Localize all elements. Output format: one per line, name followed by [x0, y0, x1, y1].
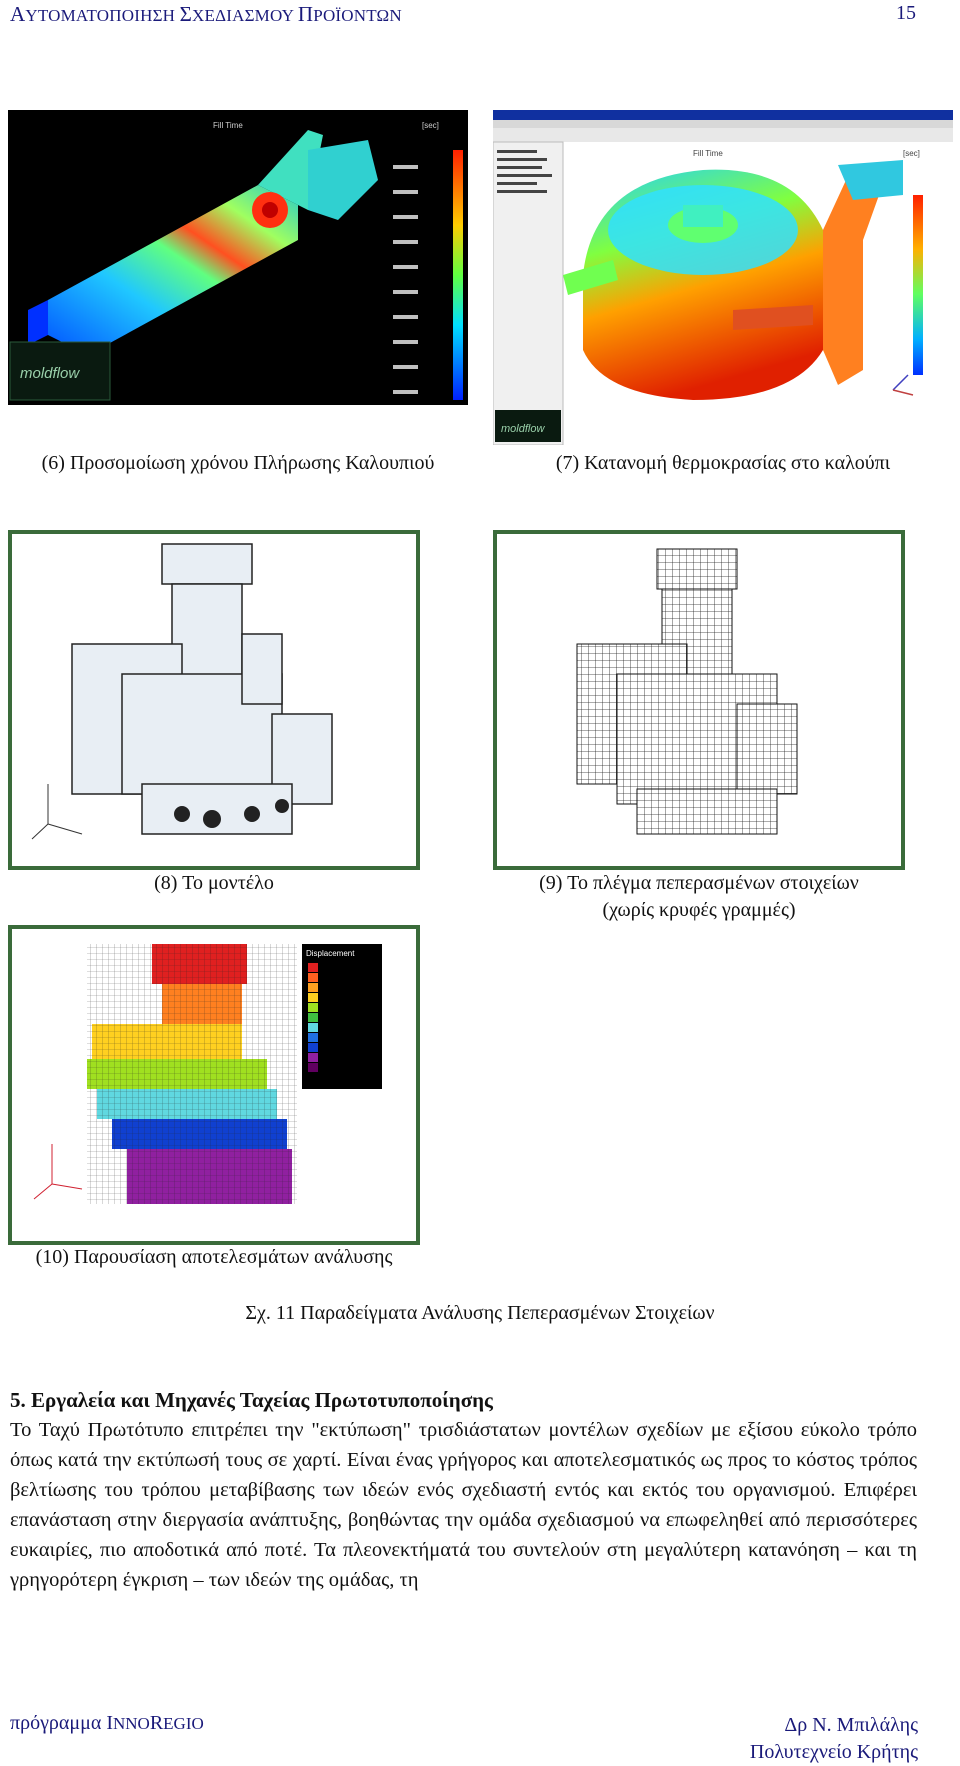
- figure-9-caption-line2: (χωρίς κρυφές γραμμές): [602, 899, 796, 921]
- figure-7-caption: (7) Κατανομή θερμοκρασίας στο καλούπι: [555, 452, 891, 474]
- figure-6-fill-time-image: Fill Time [sec] moldflow: [8, 110, 468, 405]
- footer-program-name: πρόγραμμα INNOREGIO: [10, 1712, 204, 1734]
- footer-institution: Πολυτεχνείο Κρήτης: [749, 1741, 918, 1763]
- window-fill-time-unit: [sec]: [903, 149, 920, 158]
- fill-time-label: Fill Time: [213, 121, 243, 130]
- page-number: 15: [896, 2, 916, 24]
- fill-time-unit: [sec]: [422, 121, 439, 130]
- footer-author: Δρ Ν. Μπιλάλης Πολυτεχνείο Κρήτης: [750, 1712, 918, 1766]
- figure-10-results-image: Displacement: [8, 925, 420, 1245]
- figure-10-caption: (10) Παρουσίαση αποτελεσμάτων ανάλυσης: [35, 1246, 393, 1268]
- figure-8-caption: (8) Το μοντέλο: [154, 872, 274, 894]
- figure-7-temperature-image: Fill Time [sec] moldflow: [493, 110, 953, 445]
- section-heading: 5. Εργαλεία και Μηχανές Ταχείας Πρωτοτυπ…: [10, 1388, 493, 1412]
- figure-8-model-image: [8, 530, 420, 870]
- footer-author-name: Δρ Ν. Μπιλάλης: [784, 1714, 918, 1736]
- figure-9-mesh-image: [493, 530, 905, 870]
- running-header-title: ΑΥΤΟΜΑΤΟΠΟΙΗΣΗ ΣΧΕΔΙΑΣΜΟΥ ΠΡΟΪΟΝΤΩΝ: [10, 2, 402, 26]
- window-fill-time-label: Fill Time: [693, 149, 723, 158]
- moldflow-logo: moldflow: [20, 365, 80, 382]
- section-body-paragraph: Το Ταχύ Πρωτότυπο επιτρέπει την "εκτύπωσ…: [10, 1419, 917, 1591]
- figure-9-caption: (9) Το πλέγμα πεπερασμένων στοιχείων (χω…: [493, 870, 905, 924]
- figure-9-caption-line1: (9) Το πλέγμα πεπερασμένων στοιχείων: [539, 872, 859, 894]
- figure-group-title: Σχ. 11 Παραδείγματα Ανάλυσης Πεπερασμένω…: [245, 1302, 715, 1324]
- window-moldflow-logo: moldflow: [501, 423, 545, 435]
- figure-6-caption: (6) Προσομοίωση χρόνου Πλήρωσης Καλουπιο…: [41, 452, 435, 474]
- displacement-legend-title: Displacement: [306, 949, 355, 958]
